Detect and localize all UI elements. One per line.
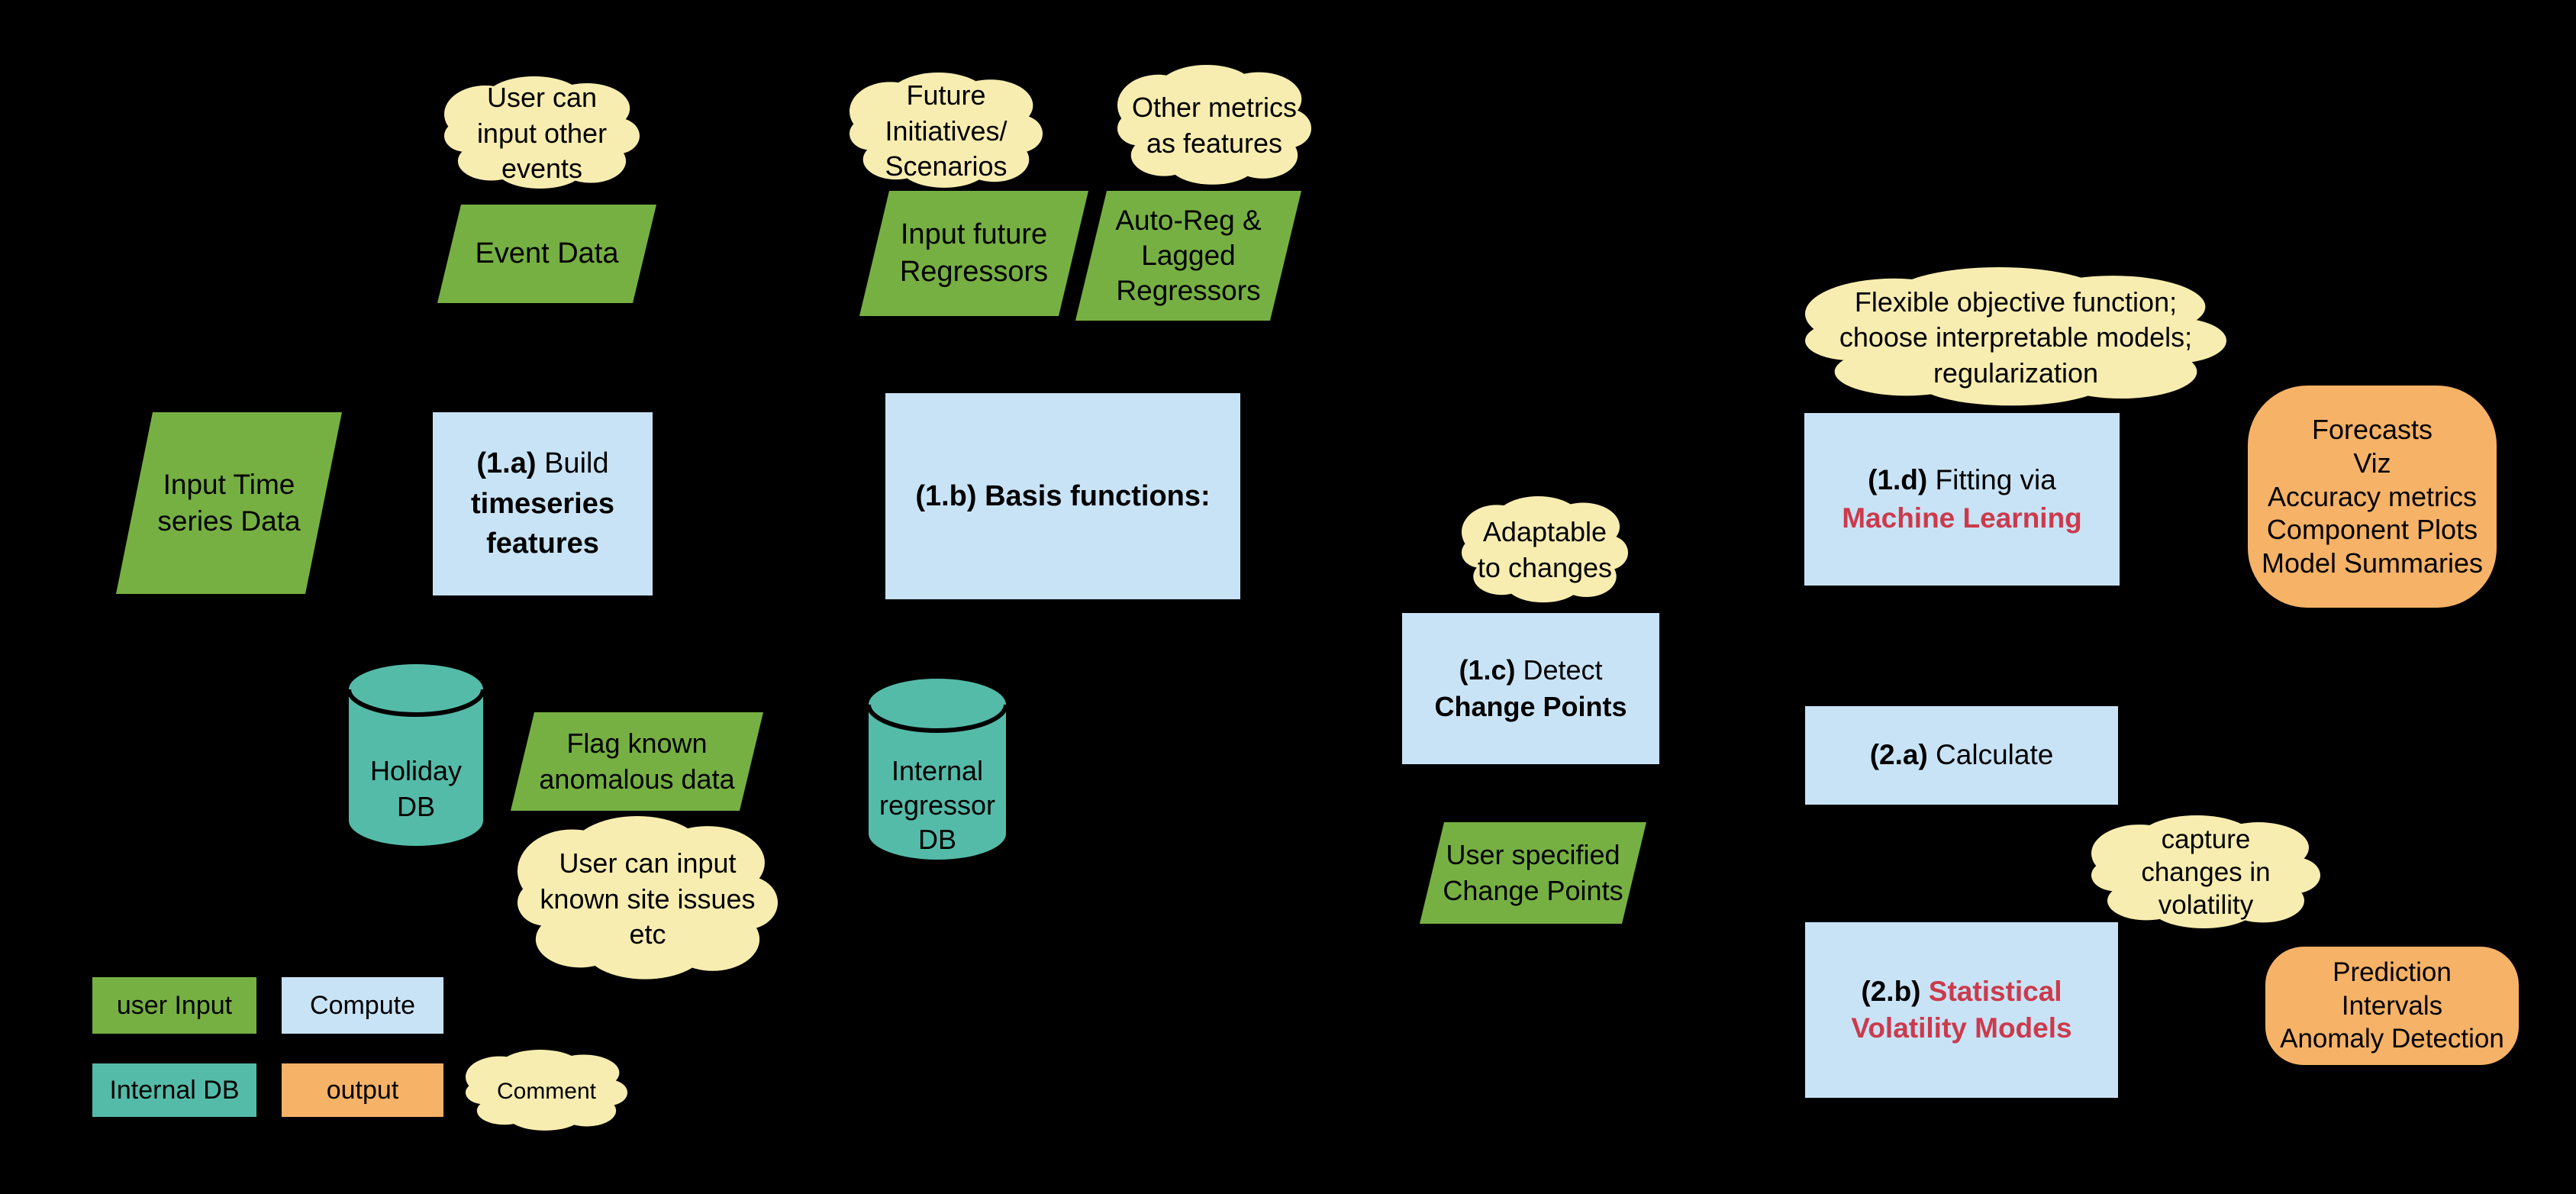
rect-shape [1402,613,1659,764]
cloud-shape [466,1050,627,1132]
cloud-shape [1805,267,2226,408]
cylinder-shape [346,663,486,846]
node-label: Flexible objective function;choose inter… [1839,286,2193,389]
node-label: Event Data [475,237,619,269]
input-event-data: Event Data [437,205,656,303]
node-label: output [326,1075,399,1105]
rounded-shape [2265,947,2519,1065]
cloud-shape [2091,815,2320,931]
node-label: Compute [310,990,415,1020]
rect-shape [282,977,443,1034]
cloud-flexible-objective-function: Flexible objective function;choose inter… [1805,267,2226,408]
legend-comment: Comment [466,1050,627,1132]
rect-shape [92,977,256,1034]
cylinder-shape [866,677,1009,860]
cloud-shape [517,816,778,983]
node-label: (1.b) Basis functions: [915,479,1211,512]
rect-shape [92,1063,256,1117]
parallelogram-shape [1075,191,1301,321]
legend-user-input: user Input [92,977,256,1034]
cloud-shape [850,73,1043,190]
parallelogram-shape [116,412,342,594]
legend-output: output [282,1063,443,1117]
step-2a-calculate-residuals: (2.a) Calculate [1805,706,2118,805]
rect-shape [1805,922,2118,1098]
rect-shape [885,393,1240,599]
rect-shape [1804,413,2120,586]
rect-shape [433,412,653,595]
step-1b-basis-functions: (1.b) Basis functions: [885,393,1240,599]
node-label: (2.a) Calculate [1869,739,2054,771]
rect-shape [282,1063,443,1117]
node-label: Internal DB [109,1075,240,1105]
cloud-shape [444,76,640,191]
cloud-shape [1117,65,1311,187]
parallelogram-shape [1420,822,1646,924]
node-label: user Input [116,990,233,1020]
rect-shape [1805,706,2118,805]
parallelogram-shape [859,191,1088,316]
legend-internal-db: Internal DB [92,1063,256,1117]
cloud-shape [1462,496,1628,605]
rounded-shape [2248,386,2497,608]
legend-compute: Compute [282,977,443,1034]
parallelogram-shape [511,712,763,811]
parallelogram-shape [437,205,656,303]
node-label: Comment [496,1078,597,1104]
